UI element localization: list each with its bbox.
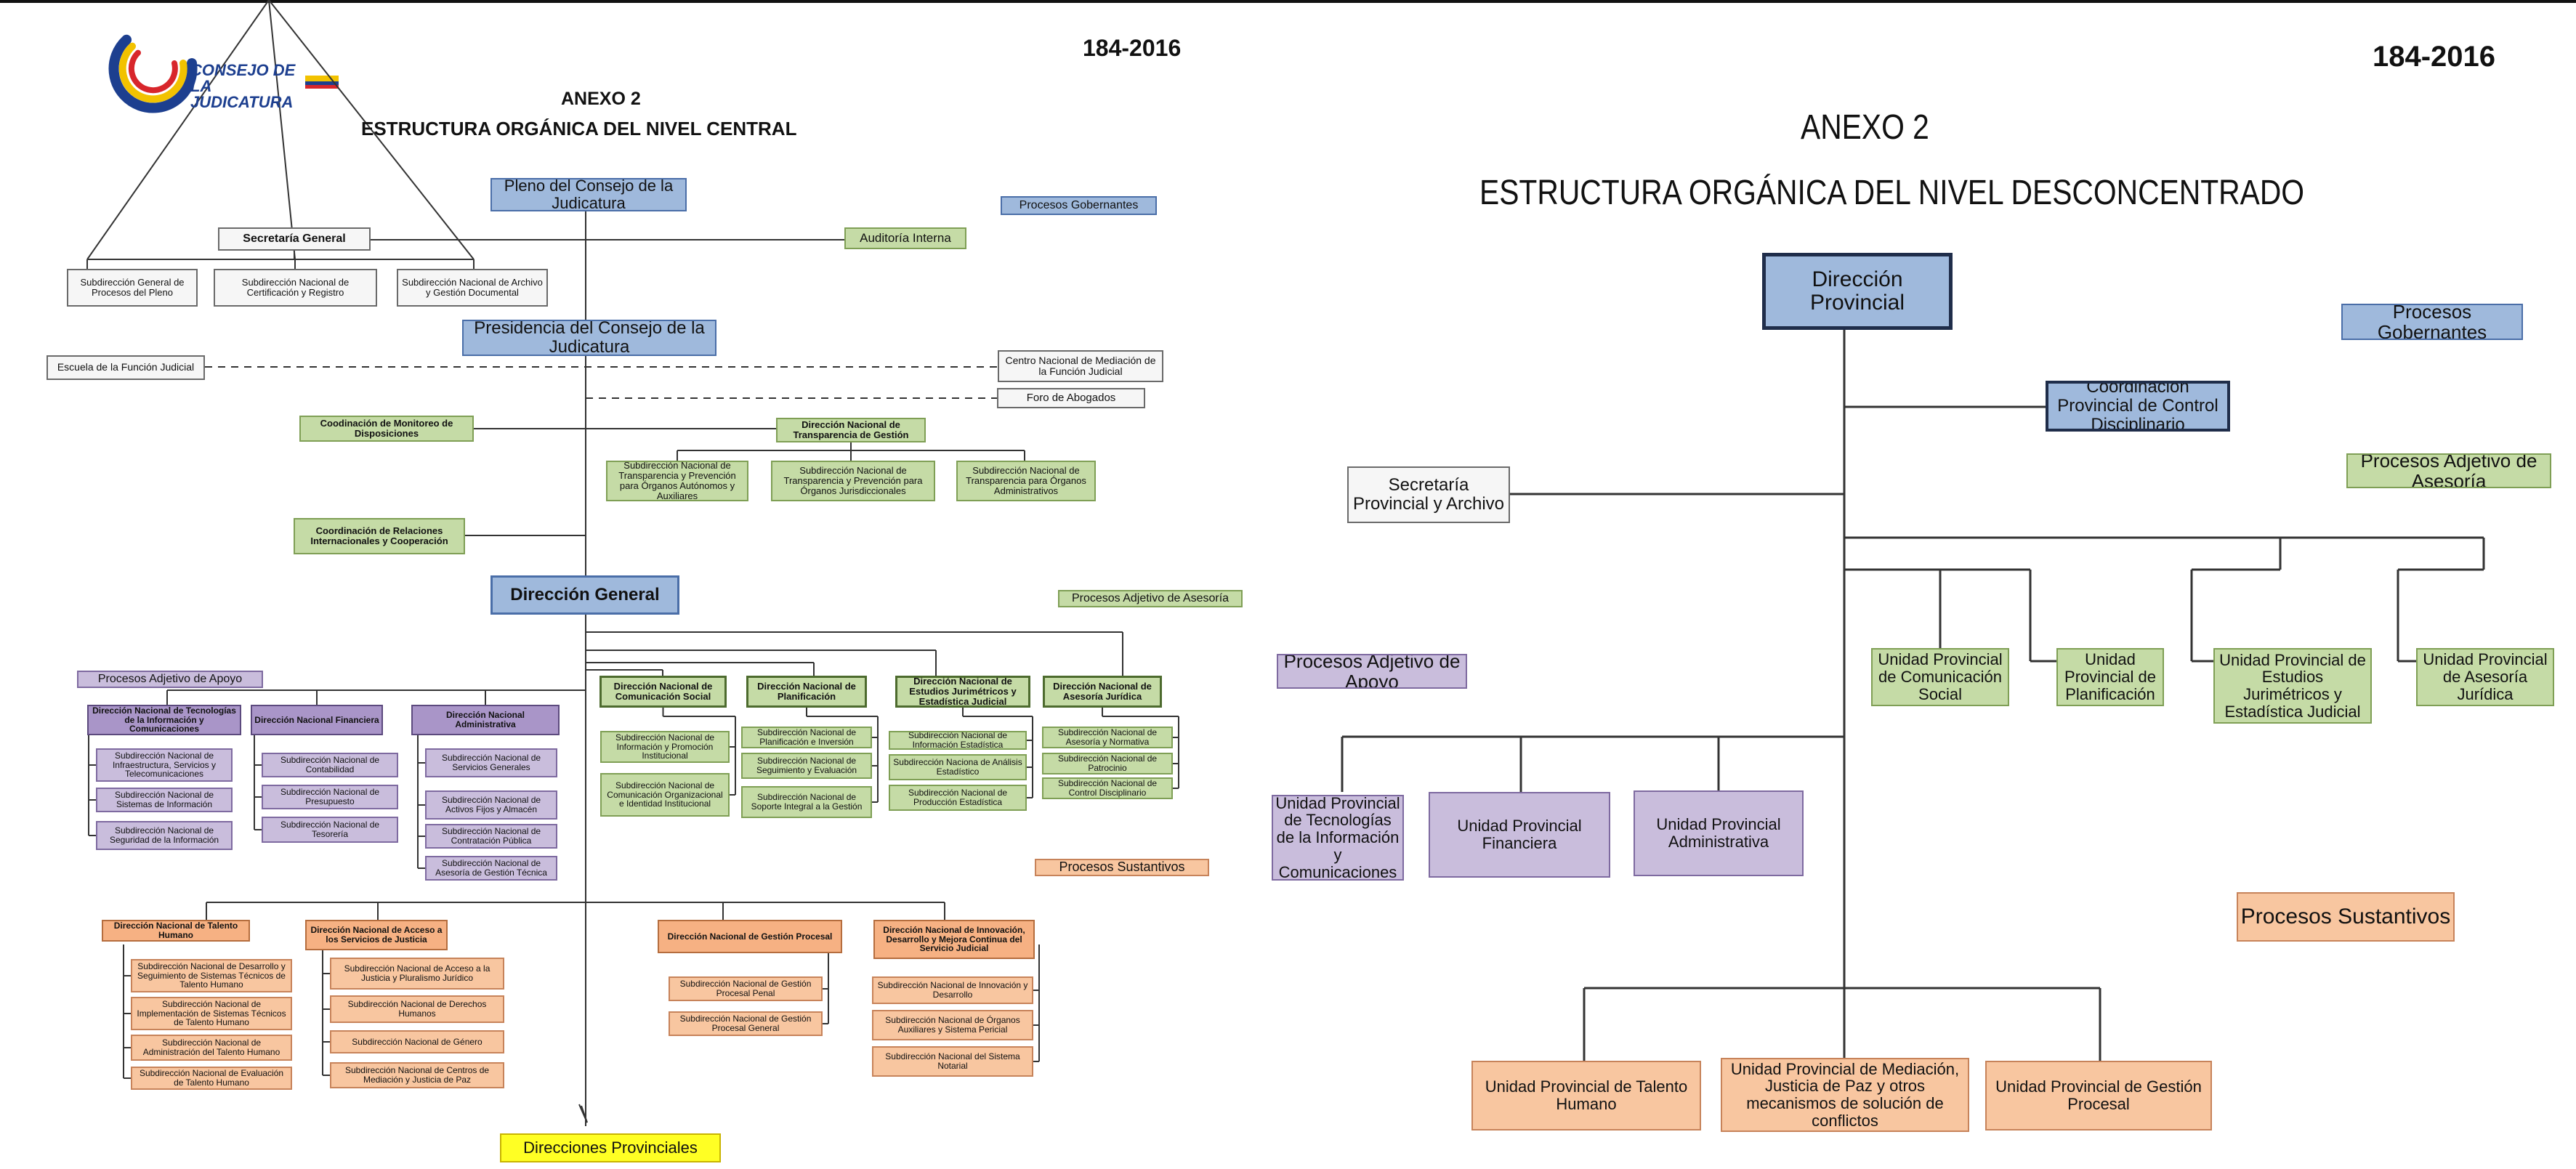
apoyo-direccion-box: Dirección Nacional Administrativa	[411, 705, 560, 735]
legend-sustantivos: Procesos Sustantivos	[1035, 859, 1209, 876]
legend-apoyo: Procesos Adjetivo de Apoyo	[77, 671, 263, 688]
ases-sub-box: Subdirección Nacional de Control Discipl…	[1042, 777, 1173, 799]
sust-sub-box: Subdirección Nacional de Centros de Medi…	[330, 1062, 504, 1088]
ases-unit-box: Unidad Provincial de Comunicación Social	[1871, 648, 2009, 706]
pleno-box: Pleno del Consejo de la Judicatura	[490, 178, 687, 211]
sust-sub-box: Subdirección Nacional de Gestión Procesa…	[669, 976, 823, 1001]
legend-asesoria: Procesos Adjetivo de Asesoría	[1058, 590, 1243, 607]
ases-sub-box: Subdirección Naciona de Análisis Estadís…	[889, 754, 1027, 780]
logo-text: CONSEJO DE LA JUDICATURA	[190, 61, 296, 111]
escuela-box: Escuela de la Función Judicial	[47, 355, 205, 380]
sust-sub-box: Subdirección Nacional de Gestión Procesa…	[669, 1011, 823, 1036]
transparencia-sub-box: Subdirección Nacional de Transparencia p…	[956, 461, 1096, 501]
apoyo-sub-box: Subdirección Nacional de Contratación Pú…	[425, 824, 557, 849]
apoyo-sub-box: Subdirección Nacional de Sistemas de Inf…	[96, 788, 233, 812]
direccion-provincial-box: Dirección Provincial	[1762, 253, 1953, 330]
connector-line	[268, 0, 296, 260]
connector-line	[268, 0, 475, 260]
ases-sub-box: Subdirección Nacional de Información y P…	[600, 731, 730, 763]
centro-mediacion-box: Centro Nacional de Mediación de la Funci…	[998, 350, 1163, 382]
apoyo-sub-box: Subdirección Nacional de Contabilidad	[262, 753, 398, 777]
ases-direccion-box: Dirección Nacional de Estudios Jurimétri…	[895, 676, 1030, 708]
sust-sub-box: Subdirección Nacional de Derechos Humano…	[330, 995, 504, 1023]
direcciones-provinciales-box: Direcciones Provinciales	[500, 1133, 721, 1162]
secretaria-provincial-box: Secretaría Provincial y Archivo	[1347, 466, 1510, 523]
dir-transparencia-box: Dirección Nacional de Transparencia de G…	[776, 418, 926, 442]
foro-box: Foro de Abogados	[997, 388, 1145, 408]
apoyo-sub-box: Subdirección Nacional de Seguridad de la…	[96, 821, 233, 850]
sust-sub-box: Subdirección Nacional de Órganos Auxilia…	[872, 1010, 1033, 1040]
sust-sub-box: Subdirección Nacional del Sistema Notari…	[872, 1046, 1033, 1077]
ases-sub-box: Subdirección Nacional de Planificación e…	[741, 727, 872, 748]
sust-sub-box: Subdirección Nacional de Evaluación de T…	[131, 1067, 292, 1090]
ases-unit-box: Unidad Provincial de Planificación	[2056, 648, 2164, 706]
ases-sub-box: Subdirección Nacional de Seguimiento y E…	[741, 753, 872, 779]
ases-sub-box: Subdirección Nacional de Comunicación Or…	[600, 773, 730, 817]
doc-number-right: 184-2016	[2373, 41, 2496, 73]
coord-relaciones-box: Coordinación de Relaciones Internacional…	[294, 518, 465, 554]
ases-direccion-box: Dirección Nacional de Planificación	[746, 676, 867, 708]
legend-apoyo-right: Procesos Adjetivo de Apoyo	[1277, 654, 1467, 689]
secretaria-sub-box: Subdirección Nacional de Certificación y…	[214, 269, 377, 307]
legend-sustantivos-right: Procesos Sustantivos	[2237, 892, 2455, 942]
ases-sub-box: Subdirección Nacional de Patrocinio	[1042, 753, 1173, 774]
sust-direccion-box: Dirección Nacional de Gestión Procesal	[658, 920, 842, 953]
apoyo-unit-box: Unidad Provincial de Tecnologías de la I…	[1272, 795, 1404, 881]
annex-left: ANEXO 2	[561, 89, 641, 109]
sust-sub-box: Subdirección Nacional de Acceso a la Jus…	[330, 958, 504, 990]
secretaria-sub-box: Subdirección General de Procesos del Ple…	[67, 269, 198, 307]
sust-sub-box: Subdirección Nacional de Implementación …	[131, 997, 292, 1030]
apoyo-unit-box: Unidad Provincial Financiera	[1429, 792, 1610, 878]
ases-sub-box: Subdirección Nacional de Producción Esta…	[889, 785, 1027, 811]
apoyo-sub-box: Subdirección Nacional de Servicios Gener…	[425, 748, 557, 777]
top-border	[0, 0, 2576, 3]
ases-sub-box: Subdirección Nacional de Soporte Integra…	[741, 786, 872, 818]
secretaria-sub-box: Subdirección Nacional de Archivo y Gesti…	[397, 269, 548, 307]
sust-sub-box: Subdirección Nacional de Desarrollo y Se…	[131, 959, 292, 992]
ases-direccion-box: Dirección Nacional de Asesoría Jurídica	[1043, 676, 1162, 708]
sust-unit-box: Unidad Provincial de Talento Humano	[1471, 1061, 1701, 1130]
legend-gobernantes: Procesos Gobernantes	[1001, 196, 1157, 215]
coord-disciplinario-box: Coordinación Provincial de Control Disci…	[2046, 381, 2230, 432]
apoyo-direccion-box: Dirección Nacional Financiera	[251, 705, 383, 735]
connector-line	[86, 0, 270, 260]
transparencia-sub-box: Subdirección Nacional de Transparencia y…	[606, 461, 748, 501]
sust-direccion-box: Dirección Nacional de Innovación, Desarr…	[873, 920, 1035, 959]
coord-monitoreo-box: Coodinación de Monitoreo de Disposicione…	[299, 416, 474, 442]
logo-emblem	[108, 34, 339, 113]
ases-direccion-box: Dirección Nacional de Comunicación Socia…	[599, 676, 727, 708]
ases-unit-box: Unidad Provincial de Asesoría Jurídica	[2416, 648, 2554, 706]
legend-gobernantes-right: Procesos Gobernantes	[2341, 304, 2523, 340]
apoyo-sub-box: Subdirección Nacional de Presupuesto	[262, 785, 398, 809]
transparencia-sub-box: Subdirección Nacional de Transparencia y…	[771, 461, 935, 501]
connector-line	[581, 1105, 588, 1123]
auditoria-box: Auditoría Interna	[844, 227, 966, 249]
presidencia-box: Presidencia del Consejo de la Judicatura	[462, 320, 716, 356]
sust-direccion-box: Dirección Nacional de Talento Humano	[102, 920, 250, 942]
apoyo-sub-box: Subdirección Nacional de Tesorería	[262, 817, 398, 843]
apoyo-direccion-box: Dirección Nacional de Tecnologías de la …	[87, 705, 241, 735]
sust-direccion-box: Dirección Nacional de Acceso a los Servi…	[305, 920, 448, 950]
ases-sub-box: Subdirección Nacional de Información Est…	[889, 731, 1027, 750]
sust-unit-box: Unidad Provincial de Gestión Procesal	[1985, 1061, 2212, 1130]
title-right: ESTRUCTURA ORGÁNICA DEL NIVEL DESCONCENT…	[1479, 174, 2305, 212]
annex-right: ANEXO 2	[1801, 108, 1929, 147]
sust-unit-box: Unidad Provincial de Mediación, Justicia…	[1721, 1058, 1969, 1132]
secretaria-general-box: Secretaría General	[218, 227, 371, 251]
apoyo-unit-box: Unidad Provincial Administrativa	[1634, 790, 1804, 876]
legend-asesoria-right: Procesos Adjetivo de Asesoría	[2346, 453, 2551, 488]
apoyo-sub-box: Subdirección Nacional de Asesoría de Ges…	[425, 856, 557, 881]
sust-sub-box: Subdirección Nacional de Innovación y De…	[872, 976, 1033, 1004]
title-left: ESTRUCTURA ORGÁNICA DEL NIVEL CENTRAL	[361, 118, 797, 139]
sust-sub-box: Subdirección Nacional de Administración …	[131, 1035, 292, 1061]
sust-sub-box: Subdirección Nacional de Género	[330, 1030, 504, 1053]
doc-number-left: 184-2016	[1083, 35, 1182, 61]
direccion-general-box: Dirección General	[490, 575, 679, 615]
ases-sub-box: Subdirección Nacional de Asesoría y Norm…	[1042, 727, 1173, 748]
ases-unit-box: Unidad Provincial de Estudios Jurimétric…	[2213, 648, 2372, 724]
apoyo-sub-box: Subdirección Nacional de Infraestructura…	[96, 748, 233, 782]
apoyo-sub-box: Subdirección Nacional de Activos Fijos y…	[425, 790, 557, 820]
